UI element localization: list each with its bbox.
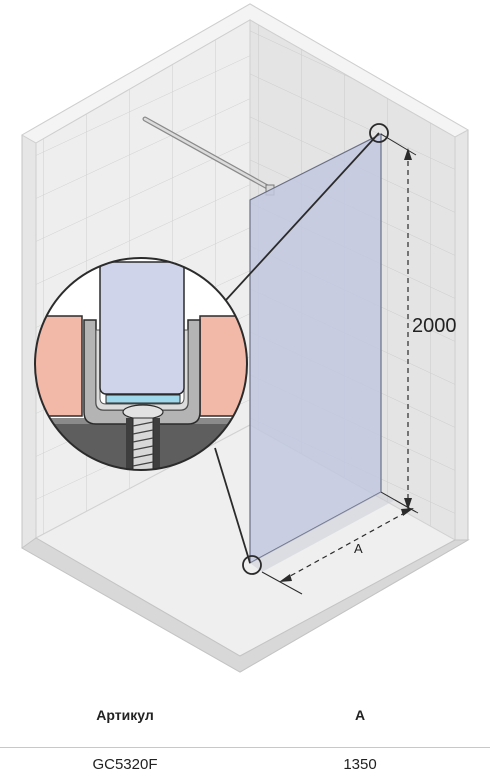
shower-screen-diagram: 2000 A [20,3,470,673]
width-dimension: A [261,499,419,595]
detail-marker-bottom [242,555,262,575]
width-dimension-label: A [354,541,363,556]
wall-section-left [35,315,83,417]
table-divider [0,747,490,748]
spec-table: Артикул A GC5320F 1350 [0,690,490,773]
header-article: Артикул [96,707,154,723]
glass-edge [99,261,185,395]
callout-lines [214,123,389,575]
cell-article: GC5320F [92,756,158,773]
wall-section-right [199,315,247,417]
spec-table-header: Артикул A [0,704,490,726]
detail-marker-top [369,123,389,143]
screw-icon [122,404,164,470]
cell-a: 1350 [343,756,377,773]
height-dimension-label: 2000 [412,315,457,337]
table-row: GC5320F 1350 [0,754,490,776]
height-dimension: 2000 [380,133,457,513]
glass-panel [249,133,395,572]
header-a: A [354,707,366,723]
